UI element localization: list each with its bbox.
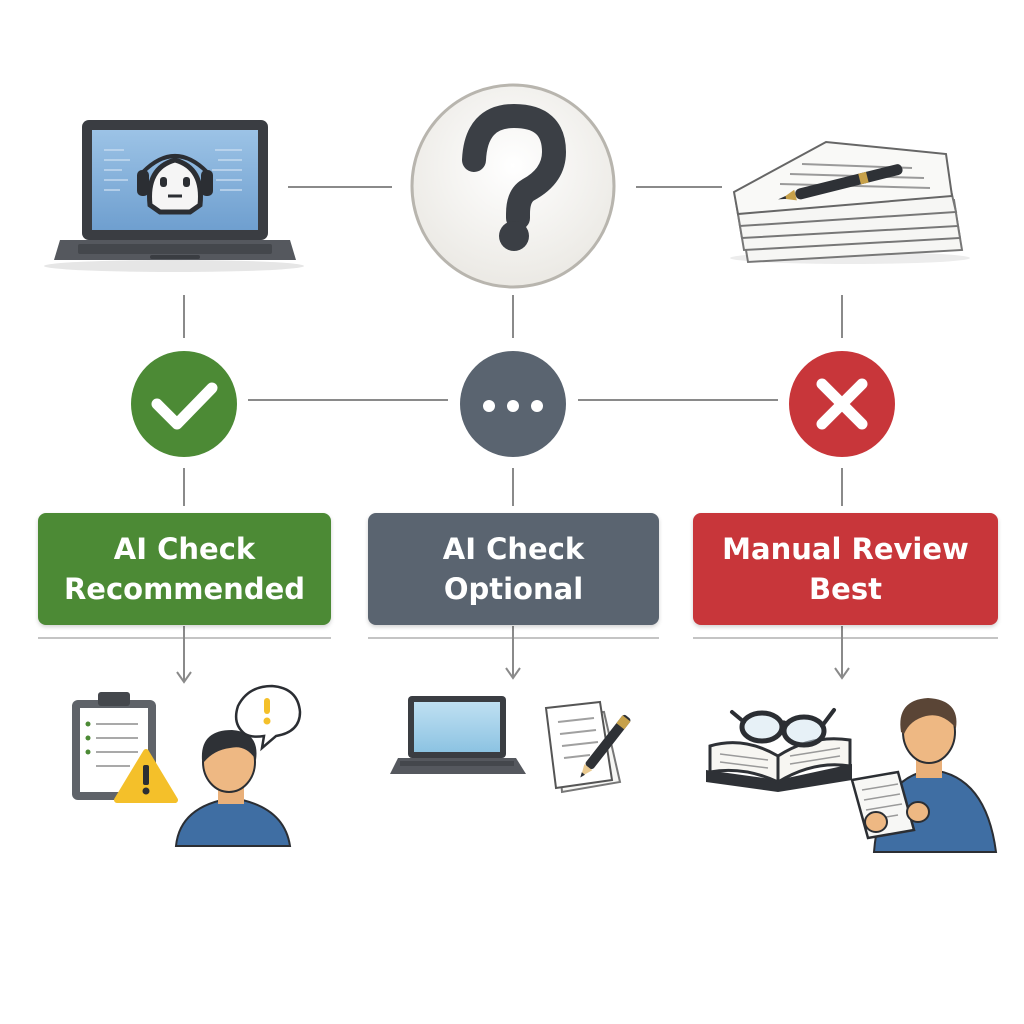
ellipsis-icon [460, 351, 566, 457]
ai-check-optional-box: AI Check Optional [368, 513, 659, 625]
paper-stack-with-pen-icon [730, 140, 970, 264]
question-mark-icon [410, 83, 616, 289]
connectors [38, 186, 998, 684]
optional-line2: Optional [443, 572, 584, 606]
person-icon [174, 730, 292, 847]
arrowhead-center [505, 667, 521, 680]
arrowhead-left [176, 671, 192, 684]
document-with-pen-icon [544, 700, 631, 794]
optional-line1: AI Check [442, 532, 585, 566]
recommended-line2: Recommended [63, 572, 306, 606]
ai-check-recommended-box: AI Check Recommended [38, 513, 331, 625]
open-book-icon [706, 737, 852, 792]
manual-line1: Manual Review [722, 532, 969, 566]
checkmark-icon [131, 351, 237, 457]
recommended-line1: AI Check [113, 532, 256, 566]
x-mark-icon [789, 351, 895, 457]
glasses-icon [730, 708, 836, 748]
manual-review-best-box: Manual Review Best [693, 513, 998, 625]
speech-bubble-icon [234, 684, 302, 752]
arrowhead-right [834, 667, 850, 680]
person-reading-icon [850, 698, 998, 853]
warning-icon [114, 749, 178, 803]
manual-line2: Best [809, 572, 882, 606]
laptop-with-ai-robot-icon [44, 120, 304, 272]
laptop-icon [390, 696, 526, 774]
